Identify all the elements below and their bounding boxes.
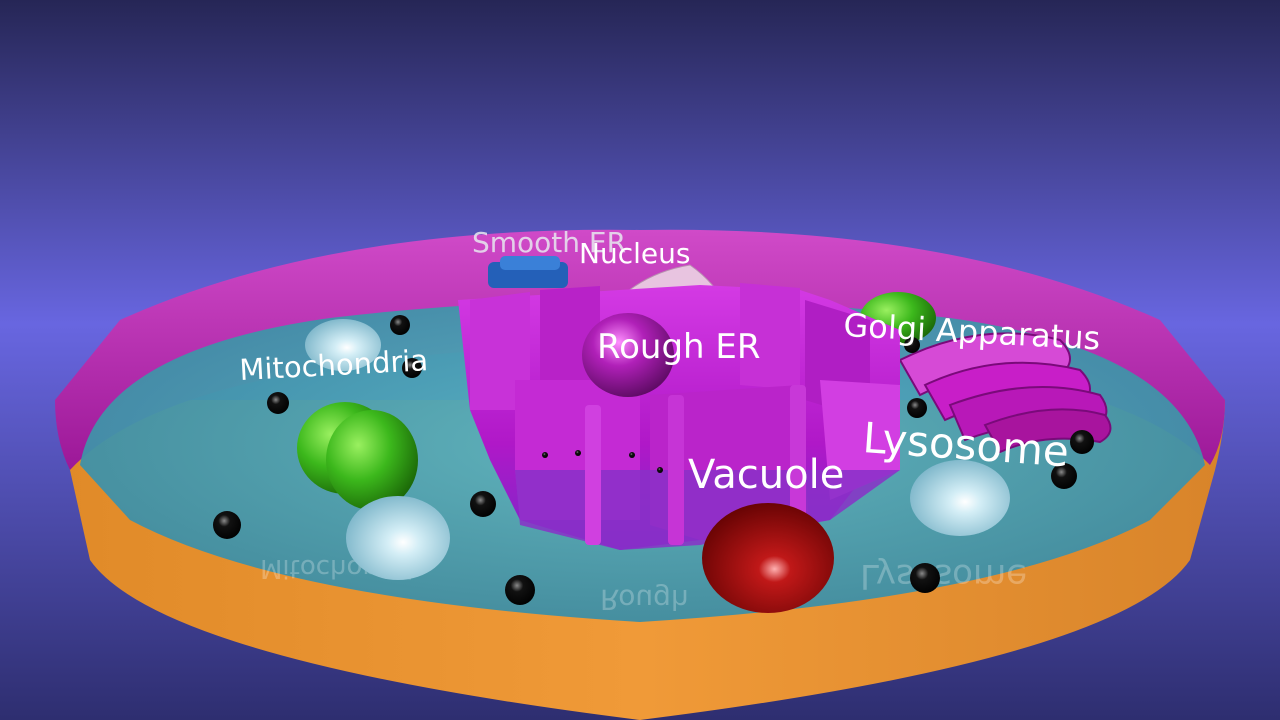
svg-text:Rough: Rough <box>600 583 689 616</box>
label-rough-er: Rough ER <box>597 327 761 367</box>
mitochondria <box>297 402 418 510</box>
label-vacuole: Vacuole <box>688 452 844 498</box>
smooth-er <box>488 256 568 288</box>
golgi-apparatus <box>898 332 1112 454</box>
label-smooth-er: Smooth ER <box>472 226 626 259</box>
lysosome-vesicle-left <box>305 319 381 371</box>
vacuole <box>702 503 834 613</box>
svg-text:Lysosome: Lysosome <box>860 556 1027 596</box>
lysosome <box>910 460 1010 536</box>
rough-er <box>458 283 900 550</box>
label-nucleus: Nucleus <box>579 237 690 270</box>
cell-rim <box>55 229 1225 470</box>
ribosomes <box>213 315 1094 605</box>
lysosome-vesicle-bottom <box>346 496 450 580</box>
nucleus <box>582 313 674 397</box>
